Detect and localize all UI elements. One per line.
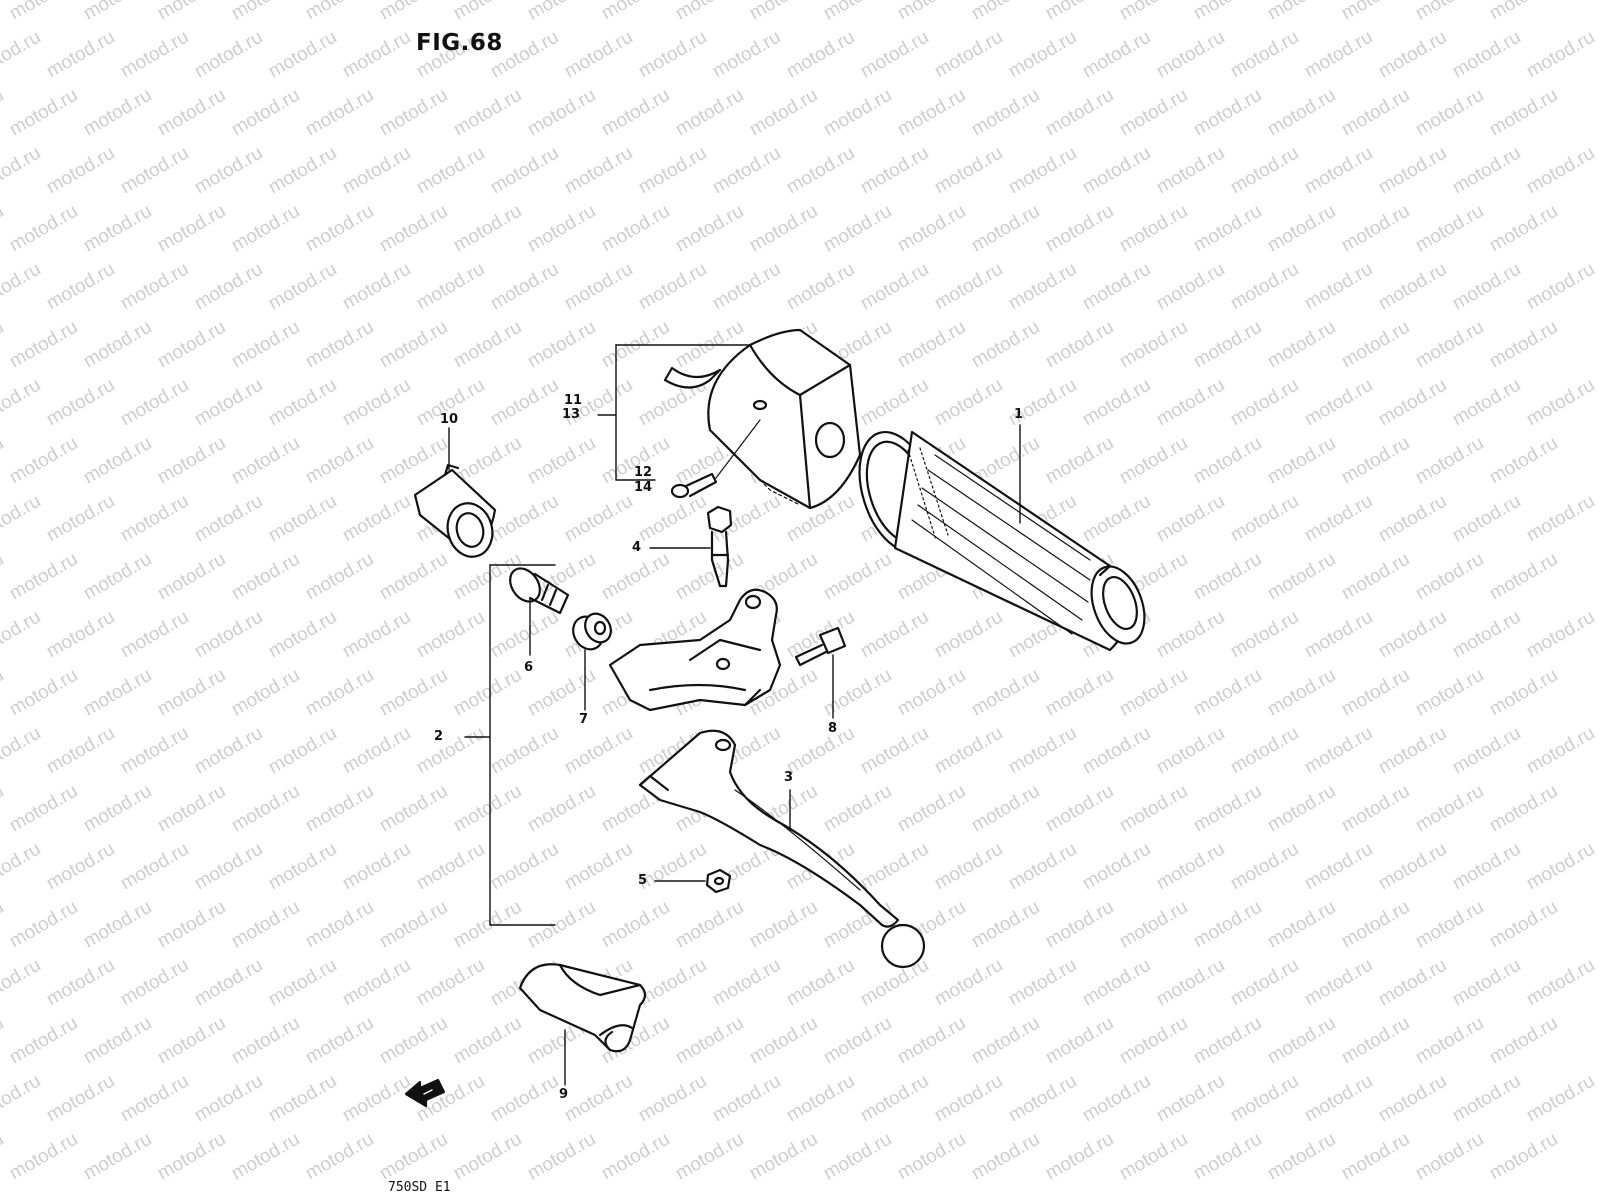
callout-5: 5 <box>638 873 648 888</box>
callout-6: 6 <box>524 660 534 675</box>
model-code: 750SD E1 <box>388 1180 451 1195</box>
callout-11: 11 <box>564 393 583 408</box>
lock-nut-part <box>572 612 612 651</box>
adjuster-bolt-part <box>509 567 570 615</box>
leader-lines <box>448 344 1021 1086</box>
callout-12: 12 <box>634 465 653 480</box>
callout-2: 2 <box>434 729 444 744</box>
callout-8: 8 <box>828 721 838 736</box>
lever-part <box>638 729 926 969</box>
lever-cover-part <box>518 963 647 1053</box>
front-arrow-icon <box>404 1078 446 1108</box>
lever-bracket-part <box>608 588 782 712</box>
callout-13: 13 <box>562 407 581 422</box>
figure-title: FIG.68 <box>416 30 503 56</box>
callout-9: 9 <box>559 1087 569 1102</box>
bracket-screw-part <box>794 626 847 667</box>
callout-14: 14 <box>634 480 653 495</box>
grip-part <box>858 430 1146 652</box>
callout-7: 7 <box>579 712 589 727</box>
pivot-bolt-part <box>706 505 733 588</box>
cable-boot-part <box>413 463 497 558</box>
screw-part <box>670 419 761 499</box>
switch-housing-part <box>663 328 862 510</box>
callout-3: 3 <box>784 770 794 785</box>
nut-part <box>705 868 732 894</box>
callout-10: 10 <box>440 412 459 427</box>
callout-1: 1 <box>1014 407 1024 422</box>
callout-4: 4 <box>632 540 642 555</box>
